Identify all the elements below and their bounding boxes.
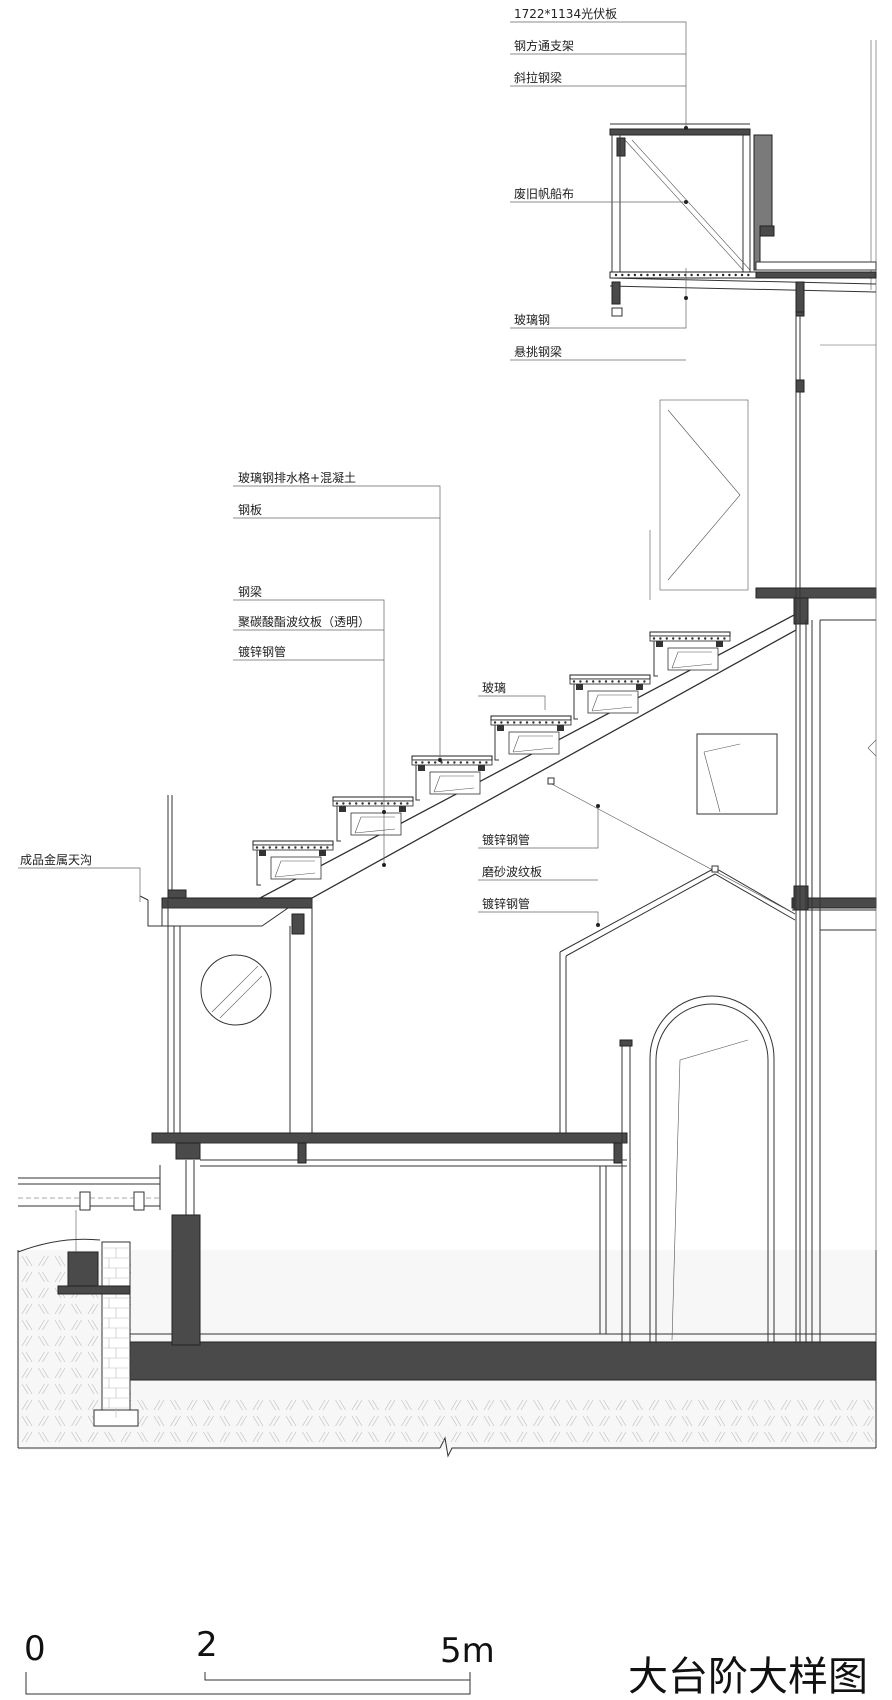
- label-galv-pipe-1: 镀锌钢管: [238, 644, 286, 659]
- stair-step: [411, 755, 493, 801]
- foundation-slab: [129, 1341, 877, 1381]
- lower-pavilion: [139, 795, 313, 1133]
- scale-bar: 0 2 5m: [24, 1625, 495, 1695]
- label-galv-pipe-2: 镀锌钢管: [482, 832, 530, 847]
- steel-section: [613, 1142, 623, 1164]
- label-glass: 玻璃: [482, 681, 506, 695]
- floor-slab: [151, 1132, 628, 1144]
- label-galv-pipe-3: 镀锌钢管: [482, 896, 530, 911]
- right-building: [649, 40, 877, 1342]
- steps-group: [252, 631, 731, 886]
- label-steel-plate: 钢板: [238, 503, 262, 517]
- label-pc-sheet: 聚碳酸酯波纹板（透明）: [238, 614, 370, 629]
- inner-structure: [547, 733, 796, 1342]
- label-frosted-sheet: 磨砂波纹板: [482, 865, 542, 879]
- soil-hatch: [21, 1255, 874, 1443]
- label-steel-square-frame: 钢方通支架: [514, 38, 574, 53]
- scale-label-5m: 5m: [440, 1631, 495, 1671]
- stair-step: [569, 674, 651, 720]
- label-gutter: 成品金属天沟: [20, 852, 92, 867]
- label-diagonal-steel-beam: 斜拉钢梁: [514, 70, 562, 85]
- label-pv-panel: 1722*1134光伏板: [514, 7, 617, 21]
- annotation-labels: 1722*1134光伏板 钢方通支架 斜拉钢梁 废旧帆船布 玻璃钢 悬挑钢梁 玻…: [20, 7, 617, 911]
- floor-edge-beam: [175, 1142, 201, 1160]
- left-step-base: [57, 1285, 131, 1295]
- pier-hatch: [102, 1247, 130, 1418]
- label-frp: 玻璃钢: [514, 313, 550, 327]
- steel-section: [297, 1142, 307, 1164]
- cantilever-canopy: [609, 123, 877, 317]
- label-old-sailcloth: 废旧帆船布: [514, 186, 574, 201]
- scale-label-2: 2: [196, 1625, 218, 1665]
- left-boardwalk: [17, 1165, 161, 1253]
- label-cantilever-beam: 悬挑钢梁: [514, 344, 562, 359]
- label-frp-grate-concrete: 玻璃钢排水格+混凝土: [238, 470, 356, 485]
- retaining-wall: [171, 1214, 201, 1346]
- drawing-title: 大台阶大样图: [628, 1654, 868, 1700]
- label-steel-beam: 钢梁: [238, 584, 262, 599]
- canopy-dots: [614, 273, 750, 277]
- stair-step: [252, 840, 334, 886]
- leader-lines: [18, 21, 688, 927]
- stair-step: [649, 631, 731, 677]
- stair-step: [332, 796, 414, 842]
- scale-label-0: 0: [24, 1629, 46, 1669]
- stair-step: [490, 715, 572, 761]
- left-step-block: [67, 1251, 99, 1289]
- brick-pier: [101, 1241, 131, 1413]
